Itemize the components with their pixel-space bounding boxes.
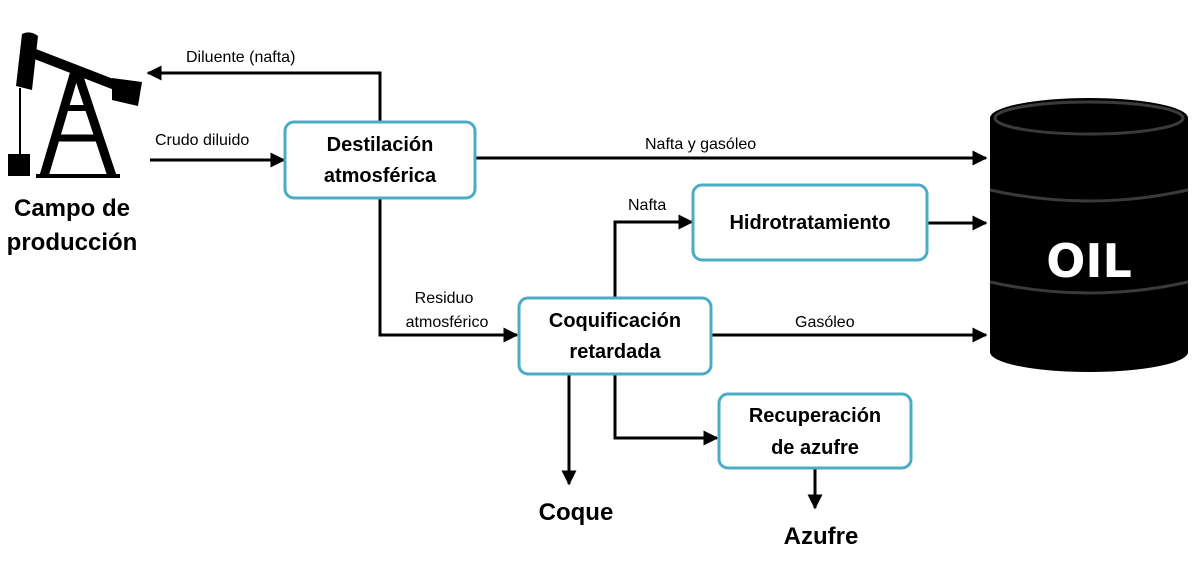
source-label-line1: Campo de xyxy=(14,195,130,222)
coking-box: Coquificación retardada xyxy=(517,296,713,376)
sulfur-recovery-label-line2: de azufre xyxy=(771,437,859,459)
naphtha-label: Nafta xyxy=(628,197,666,214)
residue-label-line1: Residuo xyxy=(415,290,474,307)
pump-jack-icon xyxy=(8,32,142,178)
coke-output-label: Coque xyxy=(539,499,614,526)
sulfur-recovery-label-line1: Recuperación xyxy=(749,405,881,427)
barrel-label: OIL xyxy=(1046,234,1132,288)
coking-label-line1: Coquificación xyxy=(549,310,681,332)
distillation-label-line1: Destilación xyxy=(327,134,434,156)
sulfur-gas-flow xyxy=(613,374,719,446)
coking-label-line2: retardada xyxy=(569,341,661,363)
residue-flow xyxy=(378,198,519,343)
diluent-label: Diluente (nafta) xyxy=(186,49,295,66)
naphtha-gasoil-label: Nafta y gasóleo xyxy=(645,136,756,153)
oil-barrel-icon xyxy=(989,98,1189,372)
source-label-line2: producción xyxy=(7,229,138,256)
flow-lines xyxy=(146,65,988,510)
naphtha-flow xyxy=(613,214,694,298)
sulfur-output-label: Azufre xyxy=(784,523,859,550)
residue-label-line2: atmosférico xyxy=(406,314,489,331)
diluted-crude-label: Crudo diluido xyxy=(155,132,249,149)
distillation-box: Destilación atmosférica xyxy=(283,120,477,200)
sulfur-recovery-box: Recuperación de azufre xyxy=(717,392,913,470)
distillation-label-line2: atmosférica xyxy=(324,165,437,187)
hydrotreating-label: Hidrotratamiento xyxy=(729,212,890,234)
diluent-flow xyxy=(146,65,382,122)
gasoil-label: Gasóleo xyxy=(795,314,855,331)
hydrotreating-box: Hidrotratamiento xyxy=(691,183,929,262)
